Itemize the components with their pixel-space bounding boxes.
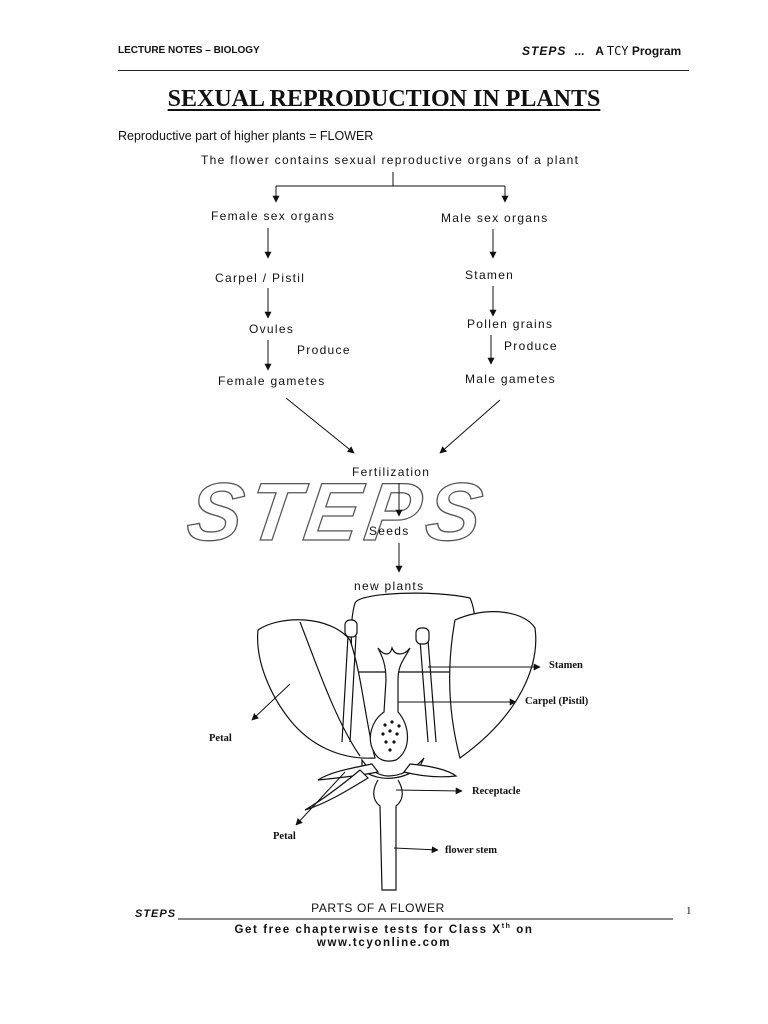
anther-right [415, 627, 430, 645]
carpel [369, 645, 411, 762]
footer-steps-logo: STEPS [135, 908, 177, 920]
page-title: SEXUAL REPRODUCTION IN PLANTS [167, 86, 601, 112]
sepal-right [402, 763, 458, 778]
stamen-right [419, 639, 437, 743]
label-carpel: Carpel (Pistil) [525, 696, 589, 707]
label-receptacle: Receptacle [472, 786, 521, 797]
label-petal-upper: Petal [209, 733, 232, 744]
new-plants: new plants [354, 579, 425, 593]
female-produce: Produce [297, 343, 351, 357]
label-flower-stem: flower stem [445, 845, 497, 856]
male-organs: Male sex organs [441, 211, 549, 225]
male-gametes: Male gametes [465, 372, 556, 386]
footer-website-link[interactable]: www.tcyonline.com [316, 937, 452, 949]
footer-promo: Get free chapterwise tests for Class Xth… [0, 923, 768, 936]
ovules [381, 720, 401, 752]
label-stamen: Stamen [549, 660, 583, 671]
steps-logo-text: STEPS [522, 44, 567, 58]
female-gametes: Female gametes [218, 374, 326, 388]
diagram-caption: PARTS OF A FLOWER [311, 901, 445, 915]
seeds: Seeds [369, 524, 410, 538]
label-arrows [251, 663, 541, 854]
fertilization: Fertilization [352, 465, 431, 479]
header-subject: LECTURE NOTES – BIOLOGY [118, 45, 260, 56]
female-organs: Female sex organs [211, 209, 336, 223]
petal-left [257, 619, 376, 759]
anther-left [344, 619, 358, 638]
female-arrows [264, 228, 355, 454]
male-produce: Produce [504, 339, 558, 353]
label-petal-lower: Petal [273, 831, 296, 842]
header-rule [118, 70, 689, 71]
female-part: Carpel / Pistil [215, 271, 306, 285]
sepal-left [317, 763, 380, 781]
male-arrows [439, 229, 501, 454]
tcy-logo-text: TCY [606, 44, 629, 58]
branch-connector [272, 172, 509, 203]
steps-watermark: STEPS [182, 466, 494, 558]
male-pollen: Pollen grains [467, 317, 554, 331]
footer-promo-suffix: on [516, 923, 534, 936]
flower-diagram [257, 592, 537, 891]
footer-promo-sup: th [501, 923, 512, 930]
header-brand: STEPS... A TCY Program [522, 44, 681, 58]
footer-promo-prefix: Get free chapterwise tests for Class X [234, 923, 502, 936]
flower-stem [373, 779, 403, 891]
intro-text: Reproductive part of higher plants = FLO… [118, 129, 374, 143]
petal-right [448, 611, 537, 759]
page-number: 1 [686, 905, 692, 917]
male-part: Stamen [465, 268, 515, 282]
sepal-lower-left [304, 769, 369, 811]
flow-top: The flower contains sexual reproductive … [201, 153, 580, 167]
header-program: Program [631, 44, 682, 58]
header-prefix: A [595, 44, 604, 58]
female-ovules: Ovules [249, 322, 295, 336]
stamen-left [341, 635, 357, 743]
header-dots: ... [574, 44, 585, 58]
